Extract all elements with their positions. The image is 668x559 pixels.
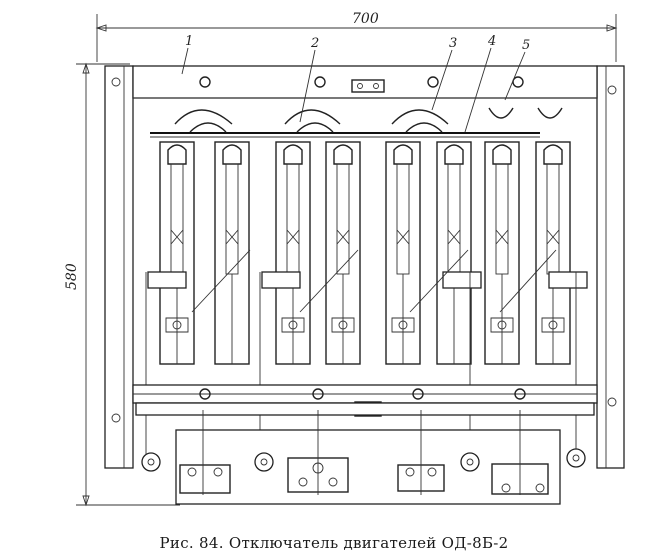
width-dimension-label: 700 [352, 11, 379, 27]
callout-2: 2 [310, 36, 319, 51]
frame-right-channel [596, 65, 625, 469]
callouts: 1 2 3 4 5 [181, 34, 530, 133]
figure-caption: Рис. 84. Отключатель двигателей ОД-8Б-2 [159, 534, 509, 552]
callout-5: 5 [522, 38, 530, 53]
lower-crossbar [132, 384, 598, 417]
pole-2 [214, 141, 250, 365]
terminal-base [175, 410, 561, 505]
pole-5 [385, 141, 421, 365]
pole-3 [275, 141, 311, 365]
pole-7 [484, 141, 520, 365]
pole-6 [436, 141, 472, 365]
top-crossbar [132, 65, 598, 99]
callout-1: 1 [185, 34, 193, 49]
arc-chutes [174, 107, 563, 133]
technical-drawing: 700 580 [64, 11, 625, 507]
pole-4 [325, 141, 361, 365]
callout-3: 3 [449, 36, 457, 51]
crank-levers [145, 249, 588, 460]
height-dimension-label: 580 [64, 263, 80, 290]
wheels [141, 448, 586, 472]
operating-rod [150, 132, 540, 138]
frame-left-channel [104, 65, 134, 469]
callout-4: 4 [487, 34, 496, 49]
pole-columns [159, 141, 571, 365]
pole-1 [159, 141, 195, 365]
width-dimension: 700 [95, 11, 618, 62]
height-dimension: 580 [64, 62, 180, 507]
